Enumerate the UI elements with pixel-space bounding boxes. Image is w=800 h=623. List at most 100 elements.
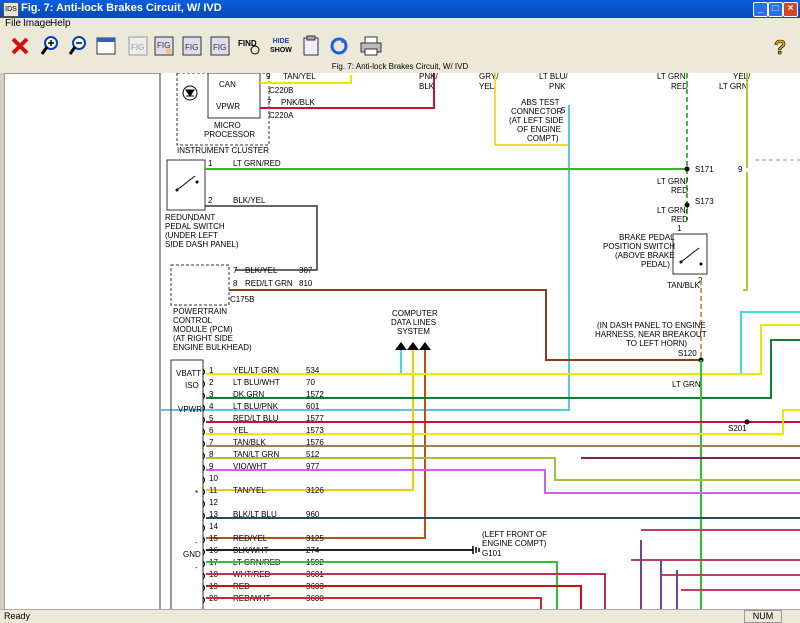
pin-terminal bbox=[202, 464, 205, 472]
ground-l2: ENGINE COMPT) bbox=[482, 539, 547, 548]
window-view-button[interactable] bbox=[94, 33, 118, 59]
pin-number: 12 bbox=[209, 498, 218, 507]
s120-label: S120 bbox=[678, 349, 697, 358]
cdl-l3: SYSTEM bbox=[397, 327, 430, 336]
title-bar: IDS Fig. 7: Anti-lock Brakes Circuit, W/… bbox=[0, 0, 800, 18]
zoom-in-button[interactable] bbox=[38, 33, 62, 59]
fig-prev-button[interactable]: FIG bbox=[126, 33, 150, 59]
wire-vio-wht-long bbox=[206, 469, 800, 494]
pcm-wire8: RED/LT GRN bbox=[245, 279, 293, 288]
label-yel: YEL bbox=[479, 82, 495, 91]
menu-image[interactable]: Image bbox=[23, 18, 51, 29]
svg-text:FIG: FIG bbox=[213, 43, 226, 52]
show-label: SHOW bbox=[270, 47, 292, 54]
wire-wht-red-18 bbox=[206, 573, 606, 609]
pin-terminal bbox=[202, 440, 205, 448]
abs-test-l1: ABS TEST bbox=[521, 98, 560, 107]
printer-icon bbox=[360, 36, 382, 56]
pin-wire-color: TAN/BLK bbox=[233, 438, 266, 447]
menu-help[interactable]: Help bbox=[50, 18, 71, 29]
status-num: NUM bbox=[744, 610, 782, 623]
bs-w2b: RED bbox=[671, 215, 688, 224]
wire-red-19 bbox=[206, 585, 582, 609]
maximize-button[interactable]: □ bbox=[768, 2, 783, 17]
zoom-out-button[interactable] bbox=[66, 33, 90, 59]
help-question-icon: ? bbox=[774, 37, 787, 57]
pcm-wire7: BLK/YEL bbox=[245, 266, 278, 275]
bs-label1: BRAKE PEDAL bbox=[619, 233, 675, 242]
can-label: CAN bbox=[219, 80, 236, 89]
svg-text:FIG: FIG bbox=[157, 41, 170, 50]
rs-label1: REDUNDANT bbox=[165, 213, 215, 222]
help-button[interactable]: ? bbox=[770, 33, 792, 59]
pcm-label3: MODULE (PCM) bbox=[173, 325, 233, 334]
pin-number: 6 bbox=[209, 426, 214, 435]
status-ready: Ready bbox=[4, 611, 31, 621]
refresh-icon bbox=[330, 37, 348, 55]
pin-terminal bbox=[202, 476, 205, 484]
pin-circuit-number: 1572 bbox=[306, 390, 324, 399]
close-window-button[interactable]: × bbox=[783, 2, 798, 17]
bs-w2a: LT GRN/ bbox=[657, 206, 689, 215]
print-button[interactable] bbox=[358, 33, 384, 59]
close-x-button[interactable] bbox=[8, 33, 32, 59]
s171-label: S171 bbox=[695, 165, 714, 174]
fig-next-button[interactable]: FIG bbox=[180, 33, 204, 59]
abs-test-l3: (AT LEFT SIDE bbox=[509, 116, 564, 125]
in-dash-l3: TO LEFT HORN) bbox=[626, 339, 687, 348]
wire-blkyel bbox=[205, 205, 318, 271]
refresh-button[interactable] bbox=[328, 33, 350, 59]
close-x-icon bbox=[11, 37, 29, 55]
ic-wire-pnkblk: PNK/BLK bbox=[281, 98, 315, 107]
label-pnk: PNK/ bbox=[419, 73, 438, 81]
pin-number: 9 bbox=[209, 462, 214, 471]
bs-wire-out: TAN/BLK bbox=[667, 281, 700, 290]
pin-terminal bbox=[202, 596, 205, 604]
wiring-diagram-svg: CAN VPWR MICRO PROCESSOR INSTRUMENT CLUS… bbox=[161, 73, 800, 609]
hide-show-button[interactable]: HIDE SHOW bbox=[268, 33, 294, 59]
window-view-icon bbox=[96, 37, 116, 55]
pin-circuit-number: 534 bbox=[306, 366, 320, 375]
pin-number: 8 bbox=[209, 450, 214, 459]
bs-w1a: LT GRN/ bbox=[657, 177, 689, 186]
pin-number: 3 bbox=[209, 390, 214, 399]
wiring-diagram[interactable]: CAN VPWR MICRO PROCESSOR INSTRUMENT CLUS… bbox=[160, 73, 800, 609]
c175b-label: C175B bbox=[230, 295, 254, 304]
wire-tan-ltgrn-long bbox=[206, 457, 800, 481]
pcm-circuit7: 307 bbox=[299, 266, 313, 275]
abs-test-l4: OF ENGINE bbox=[517, 125, 561, 134]
label-pnk2: PNK bbox=[549, 82, 566, 91]
find-button[interactable]: FIND bbox=[236, 33, 264, 59]
iso-label: ISO bbox=[185, 381, 199, 390]
fig-hand-button[interactable]: FIG bbox=[152, 33, 176, 59]
pin-circuit-number: 977 bbox=[306, 462, 320, 471]
pin-terminal bbox=[202, 584, 205, 592]
wire-red-ltgrn-pcm bbox=[229, 289, 701, 361]
hide-label: HIDE bbox=[272, 38, 290, 45]
c220b-label: C220B bbox=[269, 86, 293, 95]
pin-number: 14 bbox=[209, 522, 218, 531]
svg-text:FIG: FIG bbox=[131, 43, 144, 52]
pin-wire-color: BLK/LT BLU bbox=[233, 510, 277, 519]
menu-file[interactable]: File bbox=[5, 18, 22, 29]
pin-terminal bbox=[202, 488, 205, 496]
pin-terminal bbox=[202, 524, 205, 532]
wire-yel-ltgrn bbox=[743, 73, 748, 291]
abs-test-l2: CONNECTOR bbox=[511, 107, 563, 116]
pin-wire-color: YEL bbox=[233, 426, 249, 435]
star-label: * bbox=[195, 489, 198, 498]
fig-hand-icon: FIG bbox=[154, 36, 174, 56]
navigation-panel[interactable] bbox=[4, 73, 160, 611]
wire-cdl-tanyel bbox=[206, 350, 414, 491]
in-dash-l1: (IN DASH PANEL TO ENGINE bbox=[597, 321, 706, 330]
copy-button[interactable] bbox=[300, 33, 322, 59]
pin-number: 2 bbox=[209, 378, 214, 387]
minimize-button[interactable]: _ bbox=[753, 2, 768, 17]
ground-symbol bbox=[472, 546, 480, 554]
cdl-l1: COMPUTER bbox=[392, 309, 438, 318]
ic-pin9: 9 bbox=[266, 73, 271, 81]
fig-list-button[interactable]: FIG bbox=[208, 33, 232, 59]
wire-ltblu-long bbox=[206, 311, 800, 375]
c220a-label: C220A bbox=[269, 111, 294, 120]
diode-symbol bbox=[182, 85, 198, 101]
